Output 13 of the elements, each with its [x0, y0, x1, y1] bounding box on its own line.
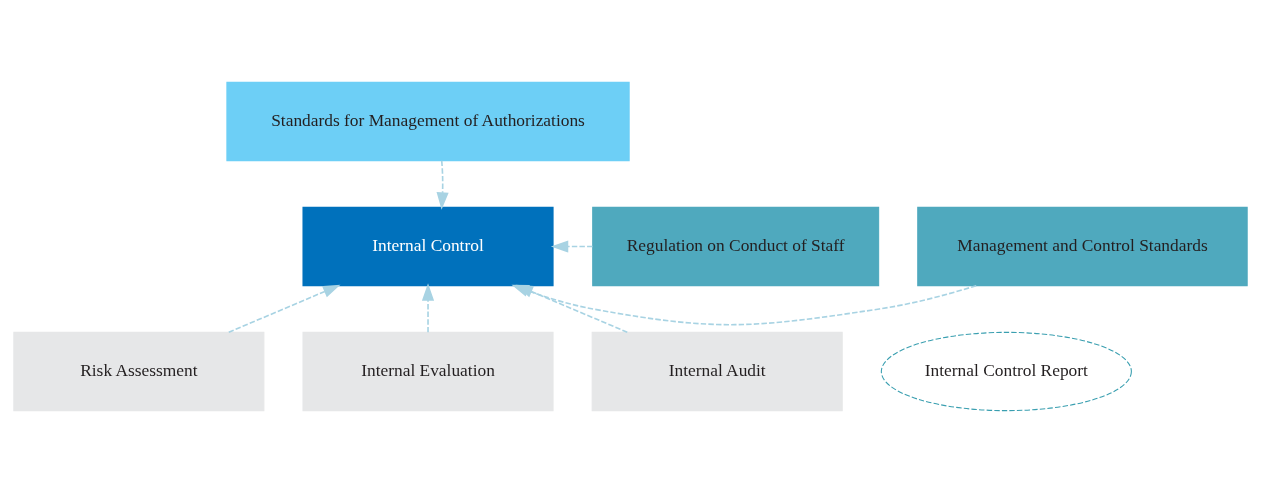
- node-ellipse: Internal Control Report: [880, 331, 1132, 411]
- arrow: [421, 282, 435, 333]
- arrow: [227, 284, 341, 333]
- node-box: Internal Evaluation: [302, 331, 554, 411]
- arrow: [436, 159, 449, 210]
- arrow: [515, 284, 629, 333]
- node-box: Management and Control Standards: [917, 206, 1248, 286]
- node-box: Regulation on Conduct of Staff: [592, 206, 880, 286]
- node-box: Internal Control: [302, 206, 554, 286]
- node-box: Standards for Management of Authorizations: [226, 81, 630, 161]
- arrow: [550, 239, 594, 253]
- node-box: Risk Assessment: [13, 331, 265, 411]
- node-box: Internal Audit: [591, 331, 843, 411]
